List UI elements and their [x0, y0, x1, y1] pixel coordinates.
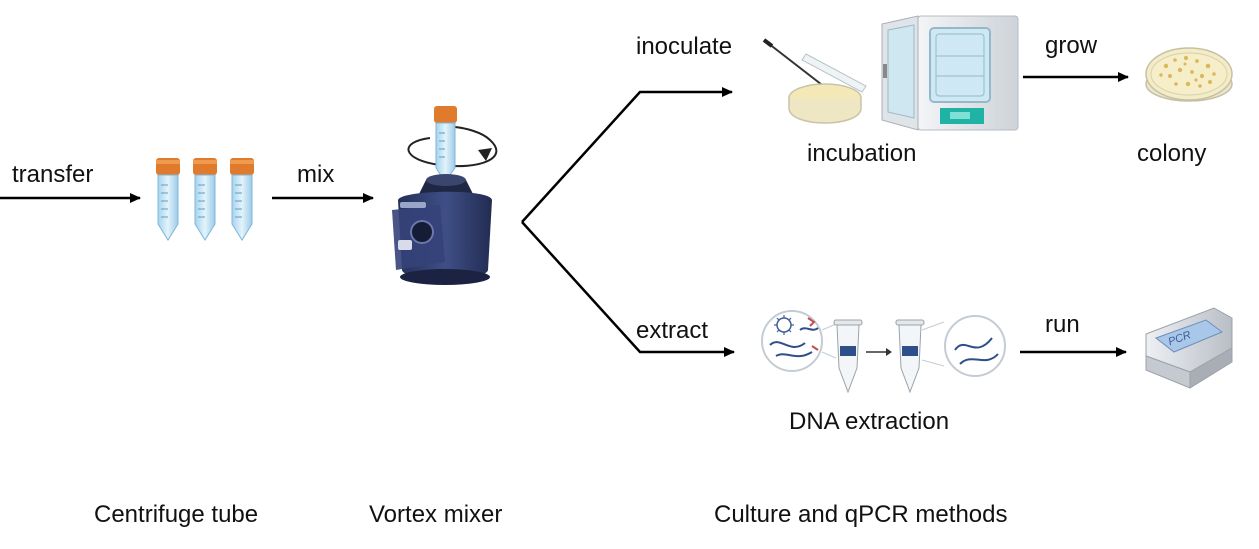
centrifuge-tube-icon — [230, 158, 254, 241]
virus-icon — [774, 315, 794, 335]
vortex-mixer-icon — [392, 106, 498, 285]
microtube-icon — [833, 319, 863, 394]
label-dna-extraction: DNA extraction — [789, 408, 950, 435]
label-inoculate: inoculate — [636, 33, 733, 60]
centrifuge-tube-icon — [193, 158, 217, 241]
arrow-small-icon — [866, 348, 892, 356]
microtube-icon — [895, 319, 925, 394]
caption-centrifuge-tube: Centrifuge tube — [94, 501, 259, 528]
label-transfer: transfer — [12, 161, 94, 188]
arrow-branch-inoculate — [521, 87, 733, 223]
label-grow: grow — [1045, 32, 1098, 59]
centrifuge-tube-icon — [156, 158, 180, 241]
incubator-icon — [881, 15, 1019, 131]
label-mix: mix — [297, 161, 335, 188]
dna-extraction-icon — [761, 310, 1006, 394]
petri-dish-icon — [788, 53, 867, 124]
colony-plate-icon — [1145, 47, 1233, 102]
label-run: run — [1045, 311, 1080, 338]
arrow-branch-extract — [521, 221, 735, 357]
pcr-machine-icon — [1145, 307, 1233, 389]
label-colony: colony — [1137, 140, 1207, 167]
label-extract: extract — [636, 317, 709, 344]
label-incubation: incubation — [807, 140, 917, 167]
caption-vortex-mixer: Vortex mixer — [369, 501, 503, 528]
caption-methods: Culture and qPCR methods — [714, 501, 1008, 528]
centrifuge-tubes-icon — [156, 158, 254, 241]
